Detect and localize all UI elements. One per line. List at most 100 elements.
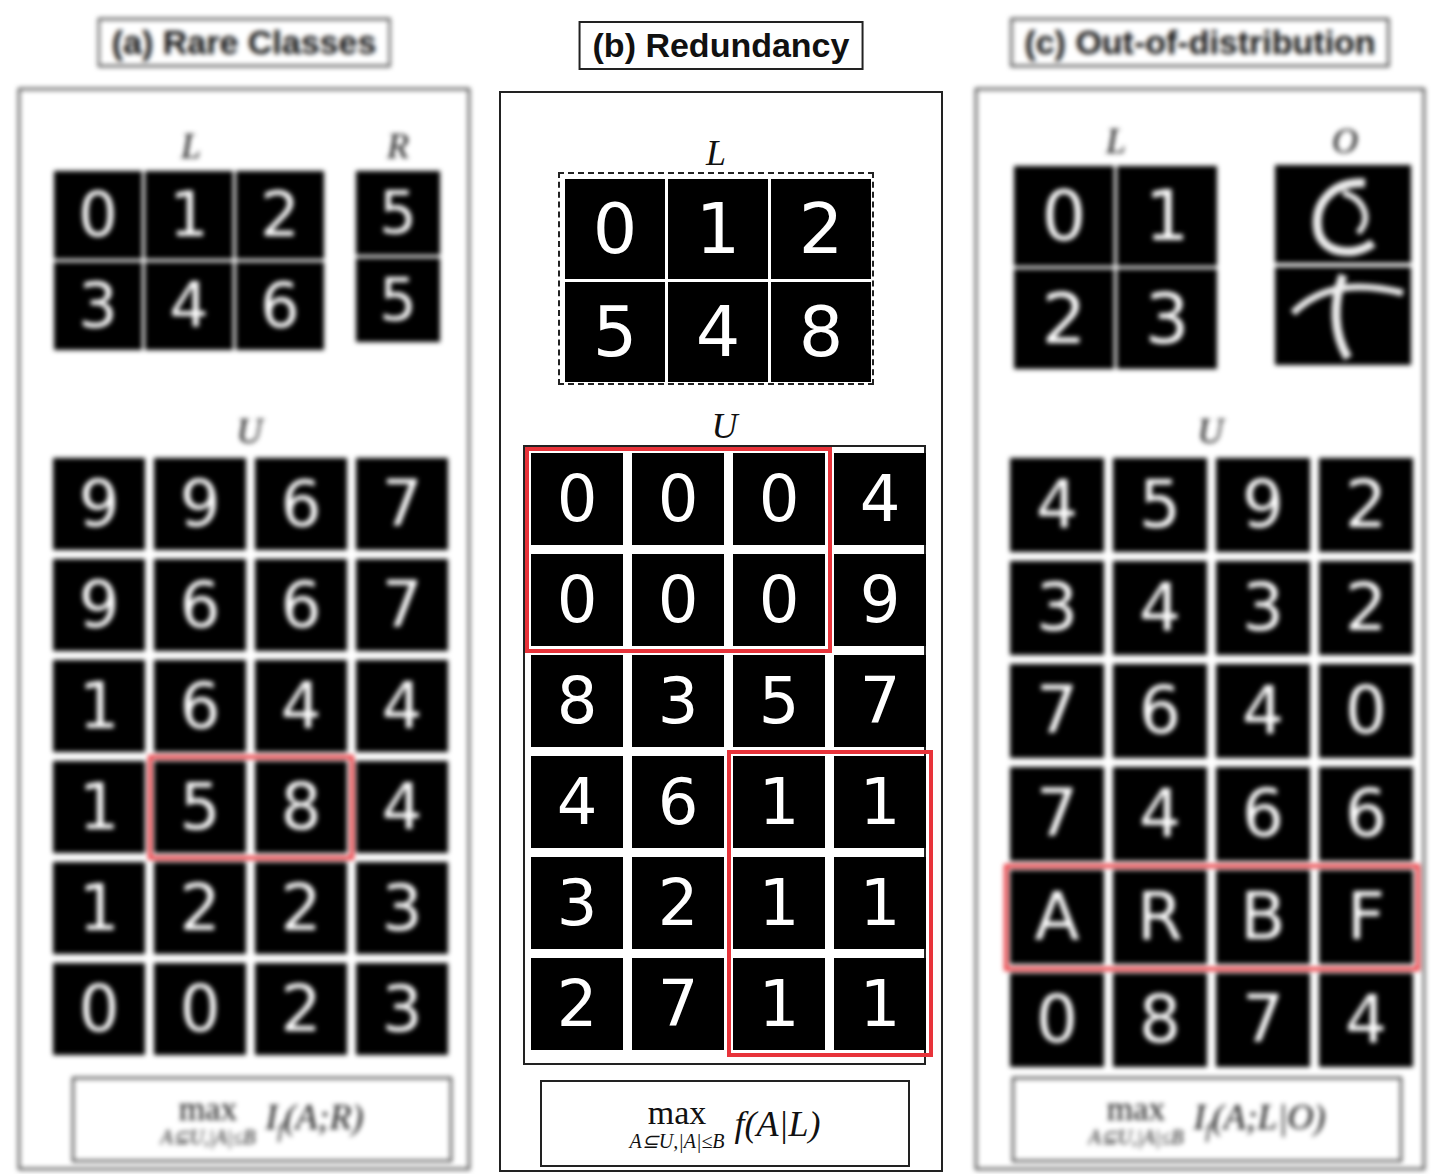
digit-image: 3 [356, 862, 448, 954]
digit-image: 6 [1319, 767, 1413, 861]
digit-image: 6 [632, 756, 724, 848]
formula-text: max [648, 1096, 707, 1130]
digit-image: 0 [531, 554, 623, 646]
digit-image: 8 [531, 655, 623, 747]
digit-image: 0 [632, 554, 724, 646]
digit-image: 7 [356, 458, 448, 550]
max-operator: maxA⊆U,|A|≤B [160, 1092, 255, 1148]
digit-image: 4 [1319, 973, 1413, 1067]
digit-image: 4 [145, 262, 233, 350]
formula-text: I [1194, 1097, 1206, 1137]
digit-image: 8 [1113, 973, 1207, 1067]
labeled-set: L012346 [50, 167, 332, 357]
panel-title: (b) Redundancy [579, 21, 864, 70]
digit-image: F [1319, 870, 1413, 964]
digit-image: 2 [255, 862, 347, 954]
digit-image: 1 [834, 857, 926, 949]
digit-image: 1 [834, 756, 926, 848]
digit-image: 3 [54, 262, 142, 350]
digit-image: 0 [53, 963, 145, 1055]
digit-image: A [1010, 870, 1104, 964]
rare-set: R55 [352, 167, 444, 350]
digit-image: 5 [154, 761, 246, 853]
formula-text: max [1107, 1092, 1166, 1126]
set-name: U [47, 410, 452, 452]
digit-image: 9 [834, 554, 926, 646]
max-operator: maxA⊆U,|A|≤B [1088, 1092, 1183, 1148]
panel-box: (c) Out-of-distributionL0123OU4592343276… [975, 88, 1425, 1170]
digit-image: 1 [145, 171, 233, 259]
digit-image: 6 [236, 262, 324, 350]
set-name: L [1010, 120, 1222, 162]
digit-image: 1 [1117, 166, 1217, 266]
digit-image: 3 [1117, 269, 1217, 369]
digit-image: 0 [733, 453, 825, 545]
digit-image: 1 [733, 857, 825, 949]
tile-grid: 4592343276407466ARBF0874 [1010, 458, 1413, 1067]
digit-image: 1 [733, 958, 825, 1050]
digit-image: 7 [632, 958, 724, 1050]
digit-image: 5 [733, 655, 825, 747]
digit-image: 5 [356, 258, 440, 342]
digit-image: 0 [54, 171, 142, 259]
digit-image: 2 [771, 179, 871, 279]
set-name: R [352, 125, 444, 167]
labeled-set: L0123 [1010, 162, 1222, 372]
set-name: O [1272, 120, 1418, 162]
objective-box: maxA⊆U,|A|≤B f(A|L) [540, 1080, 910, 1167]
digit-image: 3 [632, 655, 724, 747]
digit-image: 4 [356, 761, 448, 853]
digit-image: 2 [1319, 458, 1413, 552]
formula-text: f [278, 1117, 284, 1142]
digit-image: 6 [1216, 767, 1310, 861]
tile-grid: 55 [356, 171, 440, 342]
digit-image: 1 [53, 862, 145, 954]
set-name: U [525, 405, 924, 447]
panel-box: (a) Rare ClassesL012346R55U9967966716441… [18, 88, 470, 1170]
digit-image: 1 [834, 958, 926, 1050]
digit-image: 6 [154, 660, 246, 752]
digit-image: 7 [1216, 973, 1310, 1067]
set-name: U [1004, 410, 1417, 452]
digit-image: 7 [834, 655, 926, 747]
digit-image: 3 [531, 857, 623, 949]
formula-text: (A;L|O) [1212, 1097, 1326, 1137]
panel-title: (c) Out-of-distribution [1010, 18, 1389, 67]
formula-text: (A;R) [284, 1097, 364, 1137]
digit-image: 7 [1010, 767, 1104, 861]
objective-expression: f(A|L) [735, 1103, 821, 1145]
digit-image: 4 [255, 660, 347, 752]
digit-image: B [1216, 870, 1310, 964]
objective-expression: If(A;R) [266, 1096, 364, 1143]
set-name: L [50, 125, 332, 167]
digit-image: R [1113, 870, 1207, 964]
digit-image: 1 [733, 756, 825, 848]
digit-image: 5 [1113, 458, 1207, 552]
tile-grid: 000400098357461132112711 [531, 453, 926, 1050]
digit-image: 6 [255, 458, 347, 550]
formula-text: f [1206, 1117, 1212, 1142]
digit-image: 4 [531, 756, 623, 848]
tile-grid: 012346 [54, 171, 324, 350]
digit-image: 5 [356, 171, 440, 255]
ood-images [1273, 163, 1413, 368]
ood-set: O [1272, 162, 1418, 372]
digit-image: 0 [1014, 166, 1114, 266]
digit-image: 2 [1014, 269, 1114, 369]
unlabeled-set: U4592343276407466ARBF0874 [1004, 452, 1417, 1067]
tile-grid: 012548 [565, 179, 871, 382]
digit-image: 8 [771, 282, 871, 382]
tile-grid: 0123 [1014, 166, 1217, 369]
formula-text: f(A|L) [735, 1104, 821, 1144]
digit-image: 7 [1010, 664, 1104, 758]
set-name: L [560, 132, 872, 174]
formula-text: max [179, 1092, 238, 1126]
digit-image: 4 [356, 660, 448, 752]
tile-grid: 996796671644158412230023 [53, 458, 448, 1055]
digit-image: 2 [531, 958, 623, 1050]
digit-image: 0 [1319, 664, 1413, 758]
digit-image: 1 [53, 660, 145, 752]
formula-subscript: A⊆U,|A|≤B [630, 1130, 725, 1152]
formula-subscript: A⊆U,|A|≤B [1088, 1126, 1183, 1148]
digit-image: 9 [154, 458, 246, 550]
